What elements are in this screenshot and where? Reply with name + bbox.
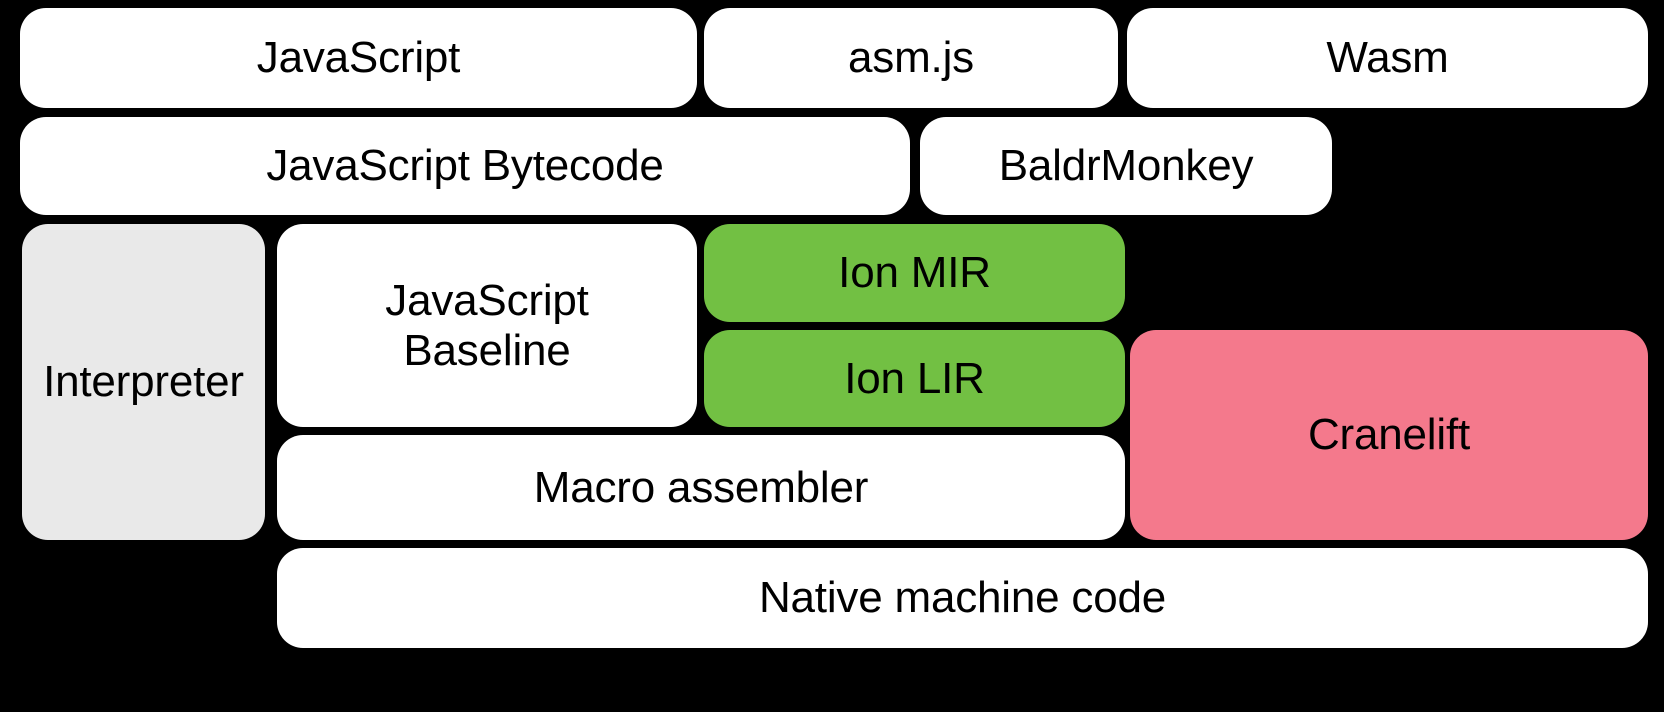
node-javascript: JavaScript (20, 8, 697, 108)
node-wasm: Wasm (1127, 8, 1648, 108)
node-native-machine-code: Native machine code (277, 548, 1648, 648)
node-cranelift: Cranelift (1130, 330, 1648, 540)
node-macro-assembler: Macro assembler (277, 435, 1125, 540)
node-javascript-baseline: JavaScript Baseline (277, 224, 697, 427)
node-ion-mir: Ion MIR (704, 224, 1125, 322)
node-javascript-bytecode: JavaScript Bytecode (20, 117, 910, 215)
node-baldrmonkey: BaldrMonkey (920, 117, 1332, 215)
node-ion-lir: Ion LIR (704, 330, 1125, 427)
node-interpreter: Interpreter (22, 224, 265, 540)
node-asm-js: asm.js (704, 8, 1118, 108)
